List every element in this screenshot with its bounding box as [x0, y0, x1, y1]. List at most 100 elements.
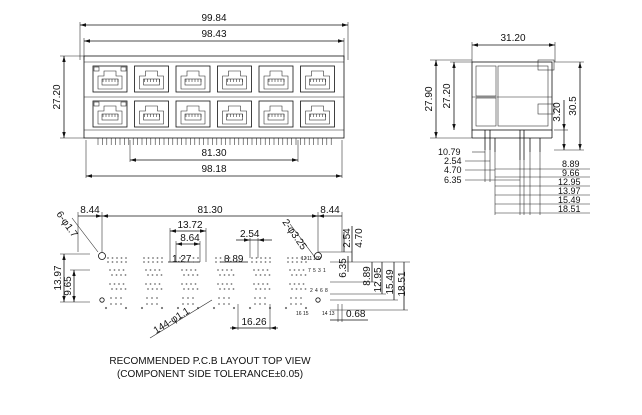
pin-hole: [160, 274, 163, 276]
pin-hole: [188, 261, 190, 263]
pin-hole: [156, 257, 159, 259]
dim-18-51-right: 18.51: [397, 271, 408, 296]
pin-hole: [266, 283, 269, 285]
pin-hole: [116, 261, 118, 263]
pin-hole: [255, 257, 258, 259]
pin-hole: [187, 274, 190, 276]
pin-hole: [156, 297, 158, 299]
pin-hole: [295, 274, 298, 276]
pin-hole: [156, 288, 158, 290]
pin-hole: [118, 283, 120, 285]
pin-hole: [255, 261, 258, 263]
pin-hole: [215, 257, 217, 259]
pin-hole: [259, 274, 262, 276]
pin-hole: [230, 269, 233, 271]
pin-hole: [113, 269, 116, 271]
pin-hole: [124, 288, 127, 290]
dim-18-51-side: 18.51: [558, 204, 581, 214]
pin-hole: [219, 288, 221, 290]
pin-hole: [223, 297, 225, 299]
pin-hole: [223, 303, 225, 305]
pin-hole: [219, 257, 222, 259]
dim-10-79: 10.79: [438, 147, 461, 157]
dim-9-66-side: 9.66: [562, 168, 580, 178]
pin-hole: [233, 257, 235, 259]
pin-hole: [232, 288, 235, 290]
pin-hole: [223, 274, 226, 276]
dim-4-70-side: 4.70: [444, 165, 462, 175]
pin-hole: [107, 257, 109, 259]
pin-hole: [290, 303, 292, 305]
svg-text:3: 3: [318, 268, 321, 274]
dim-8-89-pcb: 8.89: [224, 254, 244, 265]
rj45-port: [217, 65, 252, 93]
pcb-module: [104, 257, 128, 310]
pin-hole: [287, 257, 289, 259]
pin-hole: [182, 303, 184, 305]
svg-text:7: 7: [308, 268, 311, 274]
rj45-port: [300, 65, 335, 93]
pin-hole: [254, 303, 256, 305]
pin-hole: [221, 269, 224, 271]
pin-hole: [149, 283, 152, 285]
pin-hole: [183, 257, 186, 259]
pin-hole: [152, 257, 154, 259]
pin-hole: [151, 288, 154, 290]
pin-hole: [120, 261, 123, 263]
pin-hole: [125, 257, 127, 259]
pin-hole: [194, 283, 197, 285]
svg-text:8: 8: [325, 288, 328, 294]
pin-hole: [120, 303, 122, 305]
pin-hole: [215, 261, 217, 263]
pin-hole: [228, 274, 230, 276]
pin-hole: [254, 297, 256, 299]
pin-hole: [120, 288, 122, 290]
dim-12-95-right: 12.95: [373, 267, 384, 292]
pin-hole: [300, 257, 303, 259]
pin-hole: [111, 288, 113, 290]
pin-hole: [146, 303, 148, 305]
pin-hole: [300, 288, 302, 290]
pin-hole: [190, 283, 192, 285]
pin-hole: [253, 269, 255, 271]
pin-hole: [196, 274, 199, 276]
pin-hole: [257, 283, 260, 285]
svg-text:10: 10: [313, 256, 319, 262]
pcb-module: [248, 257, 272, 310]
pcb-layout: 8.44 81.30 8.44 6-φ1.7 2-φ3.25 13.72 8.6…: [53, 205, 410, 339]
rj45-port: [175, 65, 211, 93]
svg-text:14: 14: [322, 311, 328, 317]
pin-hole: [111, 261, 114, 263]
pin-hole: [260, 257, 262, 259]
dim-8-44-right: 8.44: [320, 205, 340, 216]
pin-hole: [228, 297, 230, 299]
pin-hole: [192, 297, 194, 299]
pin-hole: [115, 288, 118, 290]
pin-hole: [179, 261, 181, 263]
pin-hole: [300, 297, 302, 299]
dim-9-65: 9.65: [63, 276, 74, 296]
mount-hole: [315, 297, 321, 303]
pin-hole: [255, 288, 257, 290]
pin-hole: [160, 306, 164, 310]
pin-hole: [187, 288, 190, 290]
pin-hole: [228, 303, 230, 305]
pin-hole: [251, 257, 253, 259]
led-indicator: [93, 66, 100, 72]
pin-hole: [154, 269, 156, 271]
mount-hole-left-label: 6-φ1.7: [54, 209, 80, 240]
pin-hole: [248, 306, 252, 310]
pin-hole: [151, 274, 154, 276]
dim-15-49-side: 15.49: [558, 195, 581, 205]
pin-hole: [224, 257, 226, 259]
dim-99-84: 99.84: [201, 13, 226, 24]
pin-hole: [187, 303, 189, 305]
pin-hole: [156, 261, 159, 263]
pin-hole: [115, 297, 117, 299]
dim-2-54-pcb: 2.54: [240, 229, 260, 240]
pin-hole: [251, 261, 253, 263]
side-right-offsets: 8.89 9.66 12.95 13.97 15.49 18.51: [494, 152, 590, 215]
pin-hole: [260, 261, 262, 263]
pin-hole: [145, 283, 147, 285]
